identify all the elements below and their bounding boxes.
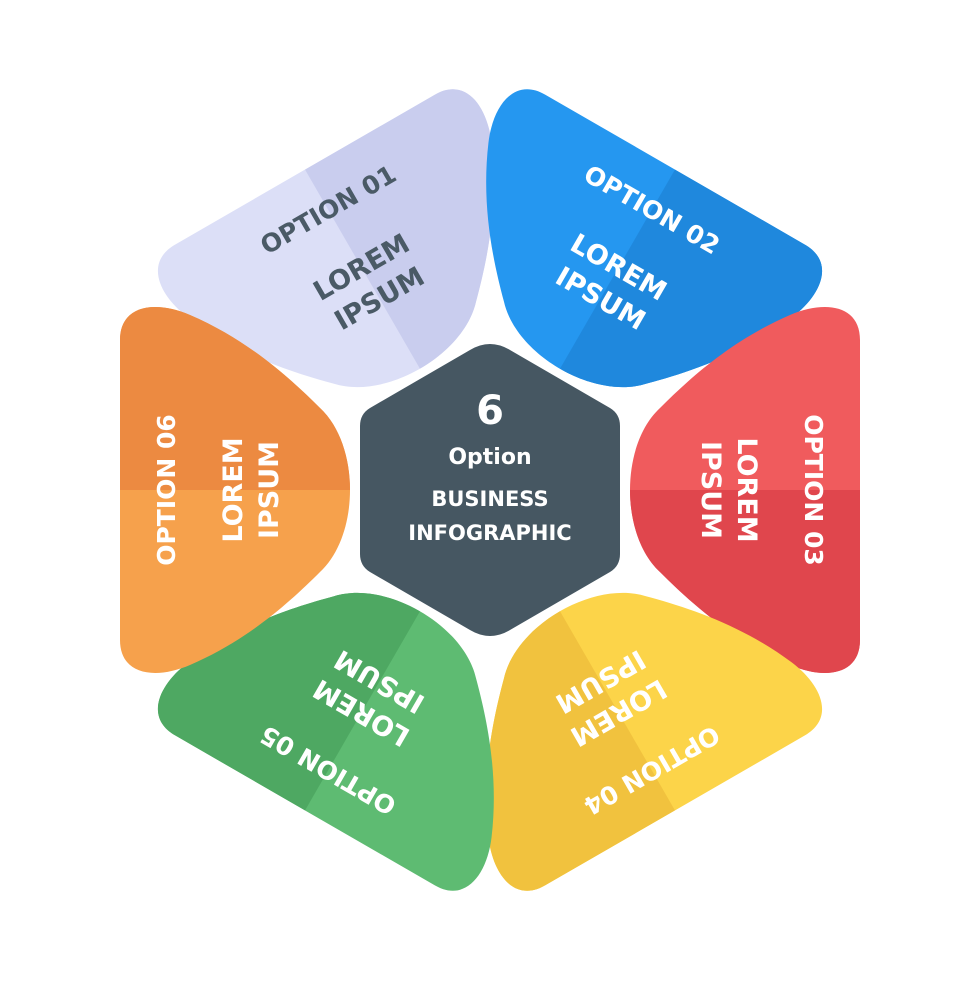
center-hub: 6 Option BUSINESS INFOGRAPHIC (360, 344, 620, 636)
option-title: OPTION 03 (799, 414, 828, 566)
center-number: 6 (476, 388, 504, 434)
center-hexagon (360, 344, 620, 636)
center-title-line-2: INFOGRAPHIC (408, 521, 571, 545)
center-subtitle: Option (448, 445, 531, 470)
option-text-line-2: IPSUM (254, 441, 285, 539)
option-title: OPTION 06 (152, 414, 181, 566)
option-text-line-2: IPSUM (695, 441, 726, 539)
center-title-line-1: BUSINESS (431, 487, 548, 511)
option-text-line-1: LOREM (731, 437, 762, 542)
option-text-line-1: LOREM (218, 437, 249, 542)
